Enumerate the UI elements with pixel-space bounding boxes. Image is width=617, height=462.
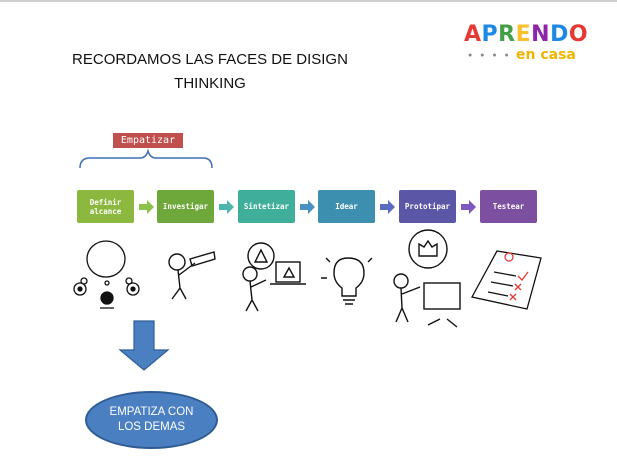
aprendo-logo: APRENDO ● ● ● ● en casa xyxy=(464,22,588,66)
stage-definir-alcance: Definir alcance xyxy=(77,190,134,223)
telescope-person-icon xyxy=(168,251,216,300)
page-title: RECORDAMOS LAS FACES DE DISIGN THINKING xyxy=(72,51,348,92)
empatizar-label: Empatizar xyxy=(113,133,183,148)
stage-idear: Idear xyxy=(318,190,375,223)
lightbulb-icon xyxy=(321,257,373,305)
presenter-laptop-icon xyxy=(242,242,306,312)
empatiza-callout: EMPATIZA CON LOS DEMAS xyxy=(85,391,218,449)
stage-sintetizar: Sintetizar xyxy=(238,190,295,223)
logo-letter: R xyxy=(498,22,516,47)
logo-subtitle: en casa xyxy=(516,47,576,63)
logo-letter: O xyxy=(568,22,589,47)
stage-prototipar: Prototipar xyxy=(399,190,456,223)
stage-arrow xyxy=(461,200,476,214)
logo-letter: A xyxy=(464,22,482,47)
logo-letter: D xyxy=(550,22,569,47)
people-thought-icon xyxy=(73,240,140,309)
stage-investigar: Investigar xyxy=(157,190,214,223)
top-divider xyxy=(0,0,617,2)
empatizar-bracket xyxy=(79,148,213,169)
down-arrow xyxy=(118,320,170,371)
logo-letter: E xyxy=(515,22,532,47)
logo-dots: ● ● ● ● xyxy=(468,52,512,59)
stage-testear: Testear xyxy=(480,190,537,223)
stage-arrow xyxy=(219,200,234,214)
logo-letter: N xyxy=(531,22,551,47)
stage-arrow xyxy=(139,200,154,214)
prototype-builder-icon xyxy=(393,229,461,328)
checklist-icon xyxy=(471,250,542,310)
stage-arrow xyxy=(300,200,315,214)
stage-arrow xyxy=(380,200,395,214)
empatiza-callout-text: EMPATIZA CON LOS DEMAS xyxy=(109,406,194,433)
logo-wordmark: APRENDO xyxy=(464,22,588,47)
logo-letter: P xyxy=(481,22,499,47)
